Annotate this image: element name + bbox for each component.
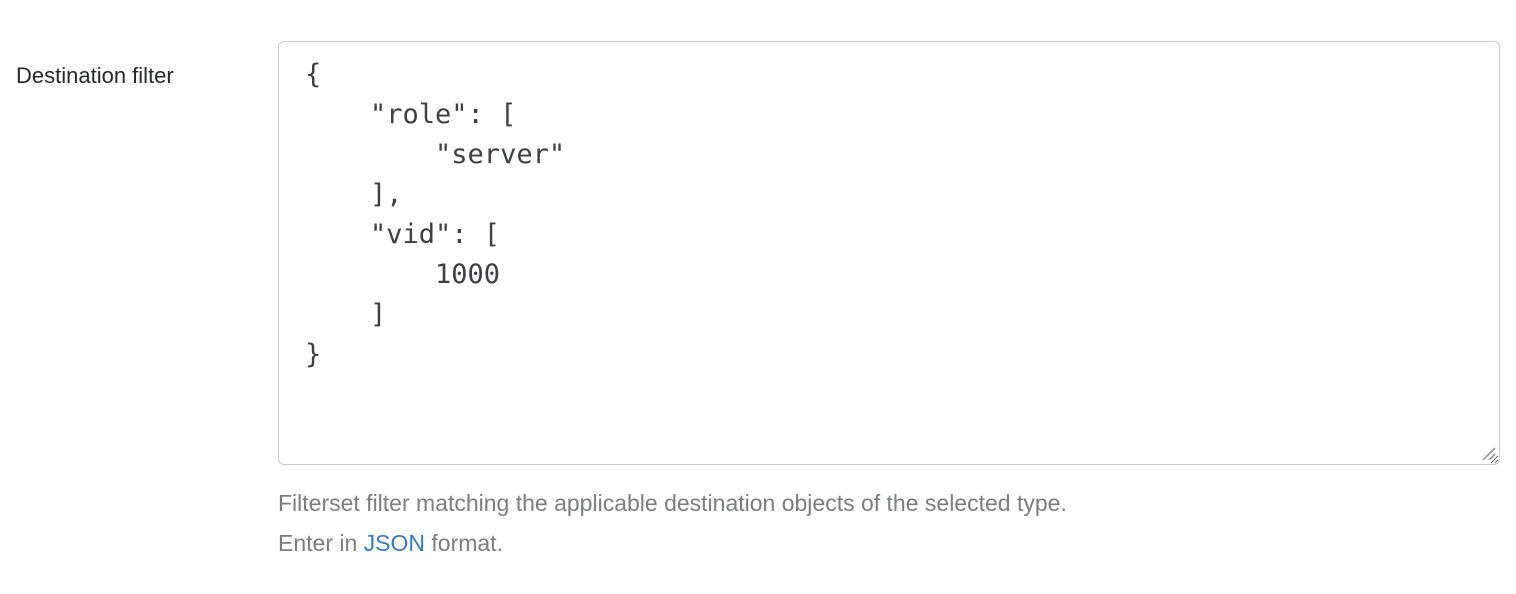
help-text-line2: Enter in JSON format. — [278, 523, 1500, 563]
destination-filter-textarea[interactable]: { "role": [ "server" ], "vid": [ 1000 ] … — [278, 41, 1500, 465]
help-text-line1: Filterset filter matching the applicable… — [278, 490, 1067, 516]
field-input-column: { "role": [ "server" ], "vid": [ 1000 ] … — [278, 41, 1500, 563]
help-line2-prefix: Enter in — [278, 530, 364, 556]
destination-filter-field: Destination filter { "role": [ "server" … — [16, 41, 1500, 563]
destination-filter-label: Destination filter — [16, 63, 174, 88]
textarea-wrapper: { "role": [ "server" ], "vid": [ 1000 ] … — [278, 41, 1500, 465]
json-format-link[interactable]: JSON — [363, 530, 425, 556]
help-line2-suffix: format. — [425, 530, 503, 556]
field-help-text: Filterset filter matching the applicable… — [278, 483, 1500, 563]
field-label-column: Destination filter — [16, 41, 278, 89]
